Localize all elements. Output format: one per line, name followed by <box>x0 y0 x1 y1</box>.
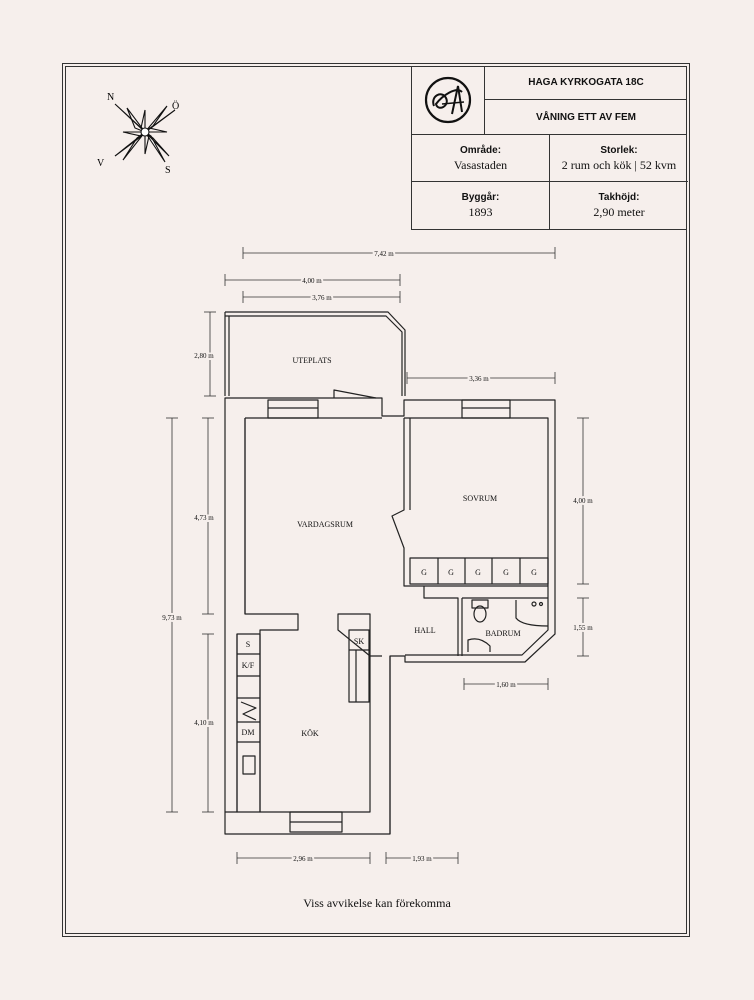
cabinet <box>348 629 370 703</box>
wardrobe-label: G <box>531 568 537 577</box>
kitchen-counter <box>236 633 261 813</box>
area-value: Vasastaden <box>453 158 508 172</box>
room-label-patio: UTEPLATS <box>292 356 331 365</box>
built-label: Byggår: <box>461 192 500 203</box>
logo-icon <box>424 76 472 124</box>
wardrobe-label: G <box>448 568 454 577</box>
dim-4-73: 4,73 m <box>194 514 214 522</box>
built-cell: Byggår: 1893 <box>412 182 550 230</box>
inner-frame <box>65 66 687 934</box>
toilet-tank <box>471 599 489 609</box>
compass-rose-icon: N Ö V S <box>97 92 179 176</box>
area-label: Område: <box>459 145 502 156</box>
disclaimer: Viss avvikelse kan förekomma <box>303 896 451 910</box>
compass-s-label: S <box>165 165 171 176</box>
dishwasher-label: DM <box>242 728 255 737</box>
dim-2-96: 2,96 m <box>293 855 313 863</box>
room-label-bath: BADRUM <box>485 629 520 638</box>
wardrobe-label: G <box>475 568 481 577</box>
sink-label: S <box>246 640 250 649</box>
ceiling-label: Takhöjd: <box>598 192 640 203</box>
shower-icon <box>515 600 549 627</box>
sink-icon <box>467 638 491 652</box>
dim-3-36: 3,36 m <box>469 375 489 383</box>
info-table: HAGA KYRKOGATA 18C VÅNING ETT AV FEM Omr… <box>411 66 688 230</box>
floor-title: VÅNING ETT AV FEM <box>485 100 687 135</box>
dim-3-76: 3,76 m <box>312 294 332 302</box>
size-label: Storlek: <box>600 145 638 156</box>
stove-icon <box>242 755 256 775</box>
wardrobe-label: G <box>421 568 427 577</box>
cabinet-label: SK <box>354 637 364 646</box>
dim-2-80: 2,80 m <box>194 352 214 360</box>
dim-7-42: 7,42 m <box>374 250 394 258</box>
dim-4-10: 4,10 m <box>194 719 214 727</box>
compass-n-label: N <box>107 92 114 103</box>
dim-1-55: 1,55 m <box>573 624 593 632</box>
wardrobe-row <box>409 557 549 585</box>
dim-4-00-top: 4,00 m <box>302 277 322 285</box>
size-cell: Storlek: 2 rum och kök | 52 kvm <box>550 135 688 182</box>
compass-w-label: V <box>97 158 105 169</box>
ceiling-value: 2,90 meter <box>593 205 645 219</box>
window <box>267 399 319 419</box>
dim-9-73: 9,73 m <box>162 614 182 622</box>
window <box>461 399 511 419</box>
compass-e-label: Ö <box>172 100 179 112</box>
ceiling-cell: Takhöjd: 2,90 meter <box>550 182 688 230</box>
fridge-label: K/F <box>242 661 255 670</box>
room-label-bedroom: SOVRUM <box>463 494 497 503</box>
address-title: HAGA KYRKOGATA 18C <box>485 66 687 100</box>
area-cell: Område: Vasastaden <box>412 135 550 182</box>
room-label-living: VARDAGSRUM <box>297 520 353 529</box>
dim-4-00-right: 4,00 m <box>573 497 593 505</box>
room-label-hall: HALL <box>414 626 435 635</box>
dim-1-60: 1,60 m <box>496 681 516 689</box>
outer-frame <box>62 63 690 937</box>
wardrobe-label: G <box>503 568 509 577</box>
patio-outline <box>225 311 406 396</box>
dim-1-93: 1,93 m <box>412 855 432 863</box>
toilet-icon <box>473 605 487 623</box>
built-value: 1893 <box>468 205 493 219</box>
size-value: 2 rum och kök | 52 kvm <box>561 158 677 172</box>
room-label-kitchen: KÖK <box>301 729 319 738</box>
logo <box>412 66 485 135</box>
